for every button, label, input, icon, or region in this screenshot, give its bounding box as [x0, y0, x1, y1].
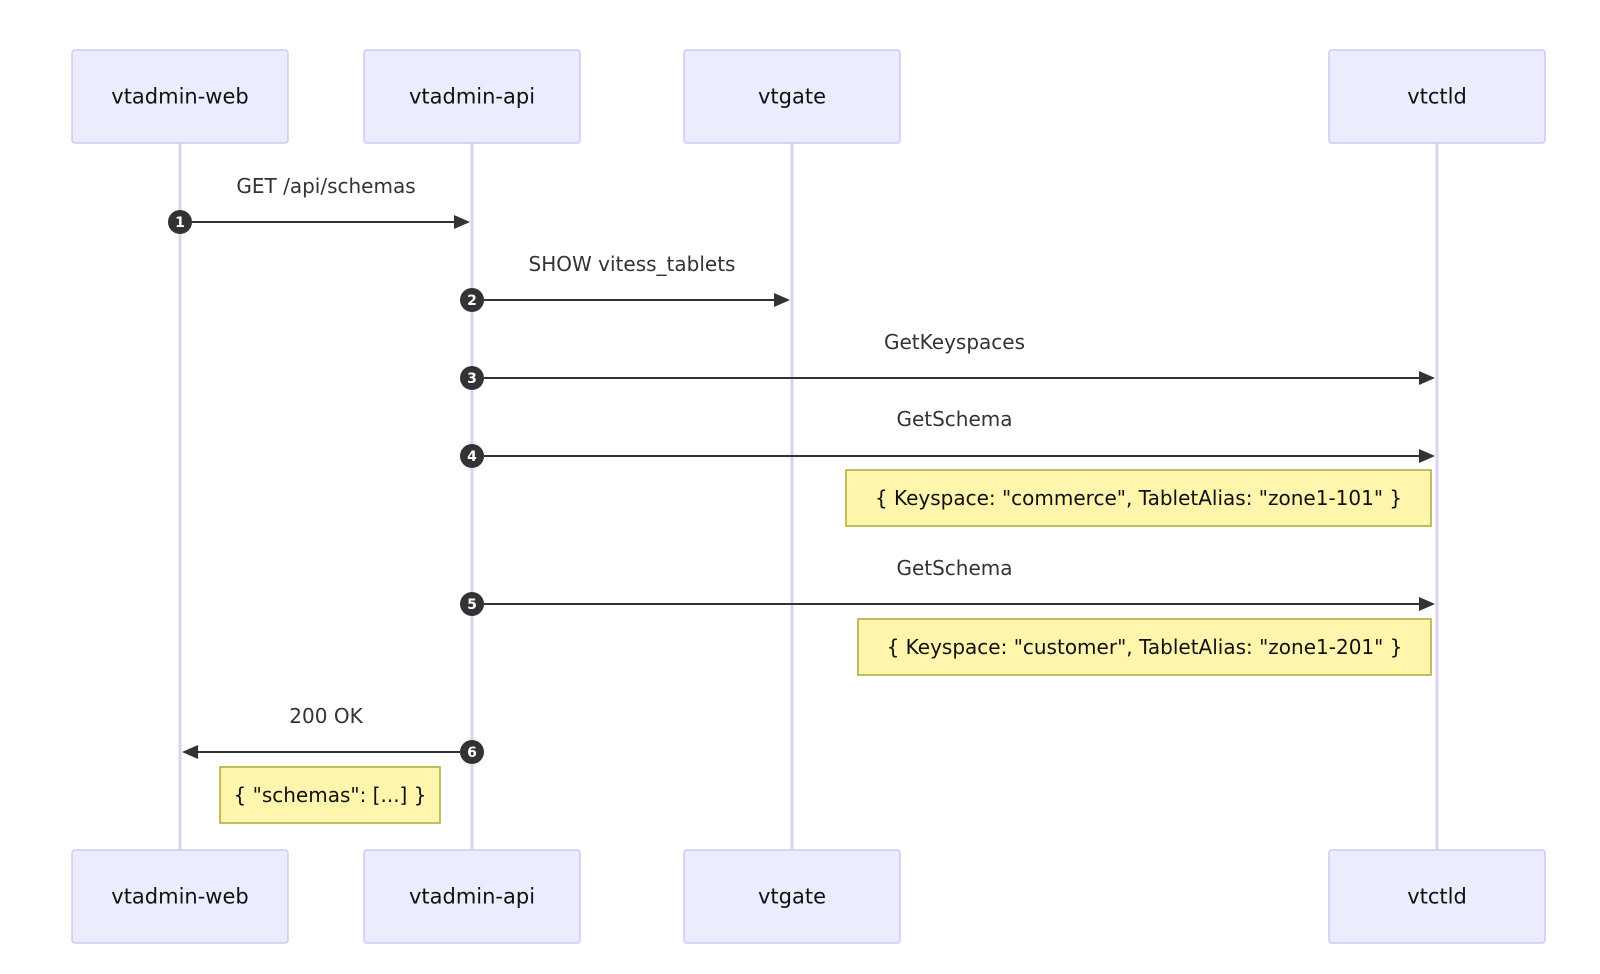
- actor-vtgate-top: vtgate: [683, 49, 901, 144]
- actor-box: [1328, 49, 1546, 144]
- note-text: { Keyspace: "commerce", TabletAlias: "zo…: [875, 486, 1402, 510]
- actor-api-top: vtadmin-api: [363, 49, 581, 144]
- step-badge: [460, 288, 484, 312]
- step-number: 1: [175, 215, 185, 231]
- note-box: [857, 618, 1432, 676]
- actor-label: vtadmin-web: [111, 885, 248, 909]
- actor-label: vtgate: [758, 85, 826, 109]
- notes: { Keyspace: "commerce", TabletAlias: "zo…: [219, 469, 1432, 824]
- step-number: 4: [467, 449, 477, 465]
- actor-box: [1328, 849, 1546, 944]
- arrowhead-icon: [1419, 449, 1435, 463]
- arrowhead-icon: [1419, 371, 1435, 385]
- step-number: 6: [467, 745, 477, 761]
- message-label: GetSchema: [896, 407, 1012, 431]
- message-6: 200 OK 6: [182, 704, 484, 764]
- actor-vtctld-top: vtctld: [1328, 49, 1546, 144]
- step-badge: [460, 366, 484, 390]
- actor-box: [683, 849, 901, 944]
- actor-label: vtadmin-web: [111, 85, 248, 109]
- actor-api-bottom: vtadmin-api: [363, 849, 581, 944]
- step-number: 5: [467, 597, 477, 613]
- step-badge: [460, 740, 484, 764]
- actor-web-top: vtadmin-web: [71, 49, 289, 144]
- step-number: 3: [467, 371, 477, 387]
- message-4: GetSchema 4: [460, 407, 1435, 468]
- actor-box: [71, 849, 289, 944]
- message-label: 200 OK: [289, 704, 363, 728]
- message-label: SHOW vitess_tablets: [529, 252, 736, 276]
- note-box: [845, 469, 1432, 527]
- actor-label: vtadmin-api: [409, 885, 535, 909]
- step-badge: [460, 444, 484, 468]
- message-2: SHOW vitess_tablets 2: [460, 252, 790, 312]
- actor-box: [71, 49, 289, 144]
- note-6: { "schemas": [...] }: [219, 766, 441, 824]
- step-badge: [168, 210, 192, 234]
- arrowhead-icon: [454, 215, 470, 229]
- lifelines: [178, 143, 1439, 850]
- note-text: { "schemas": [...] }: [234, 783, 427, 807]
- actor-box: [363, 49, 581, 144]
- actor-label: vtctld: [1407, 885, 1467, 909]
- actor-label: vtadmin-api: [409, 85, 535, 109]
- message-label: GetSchema: [896, 556, 1012, 580]
- actor-label: vtctld: [1407, 85, 1467, 109]
- note-5: { Keyspace: "customer", TabletAlias: "zo…: [857, 618, 1432, 676]
- arrowhead-icon: [182, 745, 198, 759]
- arrowhead-icon: [774, 293, 790, 307]
- actor-web-bottom: vtadmin-web: [71, 849, 289, 944]
- message-label: GetKeyspaces: [884, 330, 1025, 354]
- actor-label: vtgate: [758, 885, 826, 909]
- message-5: GetSchema 5: [460, 556, 1435, 616]
- note-box: [219, 766, 441, 824]
- actor-box: [363, 849, 581, 944]
- step-number: 2: [467, 293, 477, 309]
- actor-vtctld-bottom: vtctld: [1328, 849, 1546, 944]
- step-badge: [460, 592, 484, 616]
- message-3: GetKeyspaces 3: [460, 330, 1435, 390]
- actors-top: vtadmin-web vtadmin-api vtgate vtctld: [71, 49, 1546, 144]
- note-text: { Keyspace: "customer", TabletAlias: "zo…: [887, 635, 1403, 659]
- actor-box: [683, 49, 901, 144]
- message-1: GET /api/schemas 1: [168, 174, 470, 234]
- actors-bottom: vtadmin-web vtadmin-api vtgate vtctld: [71, 849, 1546, 944]
- message-label: GET /api/schemas: [236, 174, 415, 198]
- arrowhead-icon: [1419, 597, 1435, 611]
- actor-vtgate-bottom: vtgate: [683, 849, 901, 944]
- note-4: { Keyspace: "commerce", TabletAlias: "zo…: [845, 469, 1432, 527]
